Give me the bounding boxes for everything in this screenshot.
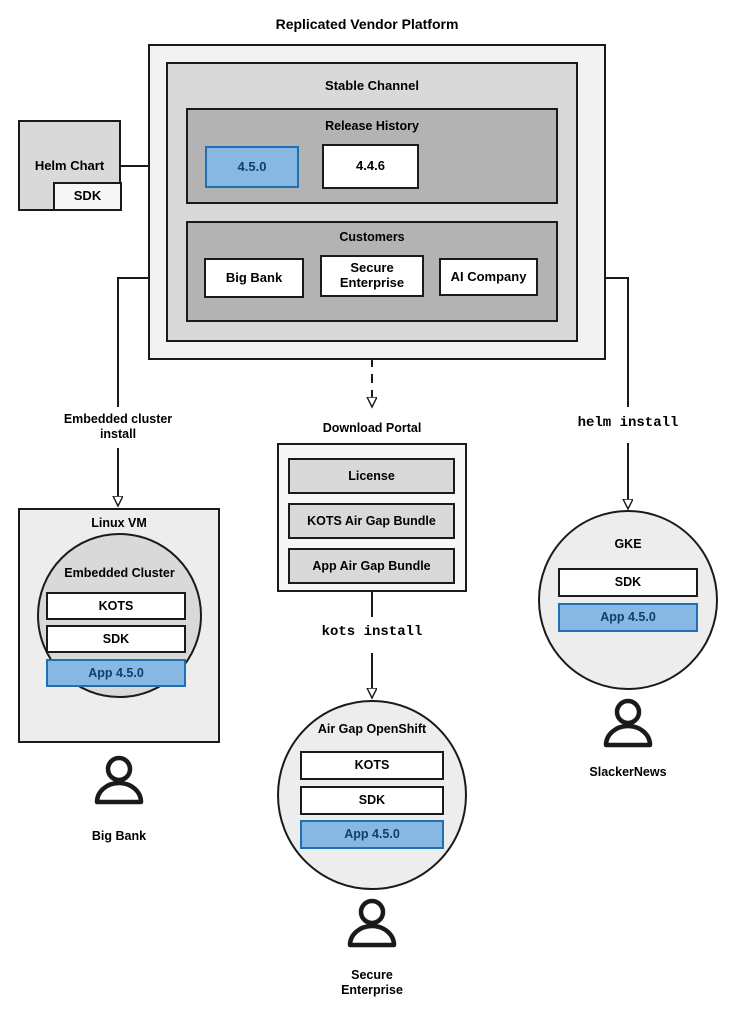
customer-card-secure-enterprise[interactable]: Secure Enterprise [320, 255, 424, 297]
actor-label-slackernews: SlackerNews [589, 765, 667, 779]
linux-vm-component-sdk[interactable]: SDK [46, 625, 186, 653]
helm-chart-sdk-box[interactable]: SDK [53, 182, 122, 211]
actor-secure-enterprise [337, 898, 407, 948]
customer-card-ai-company[interactable]: AI Company [439, 258, 538, 296]
download-portal-artifact-kots-air-gap-bundle[interactable]: KOTS Air Gap Bundle [288, 503, 455, 539]
actor-slackernews [593, 698, 663, 748]
openshift-component-app[interactable]: App 4.5.0 [300, 820, 444, 849]
gke-title: GKE [614, 537, 642, 551]
linux-vm-title: Linux VM [91, 516, 147, 530]
gke-component-app[interactable]: App 4.5.0 [558, 603, 698, 632]
openshift-component-sdk[interactable]: SDK [300, 786, 444, 815]
release-version-label: 4.4.6 [356, 158, 385, 174]
download-portal-title: Download Portal [322, 421, 422, 435]
component-label: App 4.5.0 [88, 665, 144, 680]
customers-title: Customers [339, 230, 405, 244]
download-portal-artifact-app-air-gap-bundle[interactable]: App Air Gap Bundle [288, 548, 455, 584]
gke-component-sdk[interactable]: SDK [558, 568, 698, 597]
actor-big-bank [84, 755, 154, 805]
helm-chart-title: Helm Chart [34, 158, 105, 173]
embedded-cluster-title: Embedded Cluster [64, 566, 175, 580]
customer-card-big-bank[interactable]: Big Bank [204, 258, 304, 298]
person-icon [347, 898, 397, 948]
person-icon [94, 755, 144, 805]
linux-vm-component-app[interactable]: App 4.5.0 [46, 659, 186, 687]
release-card-4-4-6[interactable]: 4.4.6 [322, 144, 419, 189]
embedded-cluster-install-label: Embedded cluster install [63, 412, 173, 441]
helm-install-label: helm install [577, 415, 679, 431]
linux-vm-component-kots[interactable]: KOTS [46, 592, 186, 620]
download-portal-artifact-license[interactable]: License [288, 458, 455, 494]
openshift-component-kots[interactable]: KOTS [300, 751, 444, 780]
component-label: App 4.5.0 [344, 827, 400, 842]
actor-label-big-bank: Big Bank [91, 829, 147, 843]
stable-channel-title: Stable Channel [325, 78, 419, 93]
release-history-title: Release History [325, 119, 419, 133]
component-label: App 4.5.0 [600, 610, 656, 625]
actor-label-secure-enterprise: Secure Enterprise [341, 968, 403, 997]
gke-circle [538, 510, 718, 690]
person-icon [603, 698, 653, 748]
page-title: Replicated Vendor Platform [275, 16, 459, 32]
kots-install-label: kots install [321, 624, 423, 640]
release-card-4-5-0[interactable]: 4.5.0 [205, 146, 299, 188]
release-version-label: 4.5.0 [237, 158, 267, 174]
air-gap-openshift-title: Air Gap OpenShift [317, 722, 427, 736]
